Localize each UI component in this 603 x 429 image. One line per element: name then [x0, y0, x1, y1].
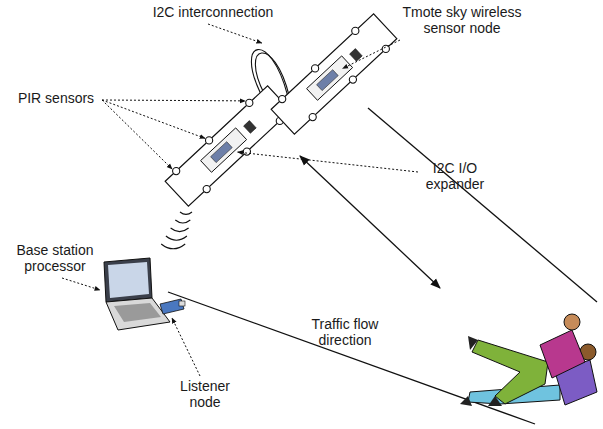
pir-sensor — [349, 76, 356, 83]
pir-sensor — [173, 167, 180, 174]
tmote-module — [201, 128, 247, 172]
io-expander-chip — [244, 121, 257, 134]
laptop-screen — [104, 258, 152, 302]
leader-line — [208, 24, 262, 43]
radio-wave — [166, 236, 187, 240]
pir-sensor — [352, 27, 359, 34]
person-legs — [472, 340, 548, 404]
walkway-edge — [168, 292, 535, 424]
i2c-cable — [255, 53, 289, 96]
leader-line — [102, 100, 245, 102]
leader-line — [102, 100, 172, 169]
callout-label: Tmote sky wireless sensor node — [397, 4, 527, 36]
person-shoe — [460, 396, 472, 406]
radio-wave — [180, 212, 192, 214]
leader-line — [62, 278, 100, 290]
pir-sensor — [311, 65, 318, 72]
leader-line — [343, 40, 400, 69]
sensor-board — [165, 86, 291, 206]
callout-label: PIR sensors — [6, 90, 106, 106]
leader-line — [102, 100, 205, 138]
pir-sensor — [246, 99, 253, 106]
laptop-base — [106, 298, 170, 330]
laptop-keys — [114, 303, 161, 322]
tmote-chip — [211, 142, 233, 163]
person-shoe — [468, 336, 478, 350]
tmote-module — [307, 56, 353, 100]
tmote-chip — [317, 70, 339, 91]
callout-label: Listener node — [175, 378, 235, 410]
callout-label: I2C interconnection — [133, 4, 293, 20]
leader-line — [172, 318, 200, 376]
leader-line — [238, 152, 418, 172]
callout-label: Traffic flow direction — [300, 316, 390, 348]
walkway-edge — [368, 108, 597, 302]
pir-sensor — [243, 148, 250, 155]
radio-wave — [171, 228, 189, 232]
person-shoe — [488, 396, 502, 406]
traffic-arrow — [300, 156, 440, 288]
pir-sensor — [279, 95, 286, 102]
callout-label: Base station processor — [10, 242, 100, 274]
pir-sensor — [382, 45, 389, 52]
listener-antenna — [179, 301, 185, 306]
sensor-board — [271, 14, 397, 134]
person-shirt — [540, 330, 585, 378]
pedestrians — [460, 314, 597, 406]
pir-sensor — [205, 137, 212, 144]
laptop-display — [108, 262, 149, 298]
listener-node — [160, 299, 184, 314]
callout-label: I2C I/O expander — [415, 160, 495, 192]
person-head — [564, 314, 580, 330]
pir-sensor — [203, 186, 210, 193]
radio-wave — [161, 244, 185, 249]
radio-wave — [175, 220, 190, 223]
pir-sensor — [309, 114, 316, 121]
